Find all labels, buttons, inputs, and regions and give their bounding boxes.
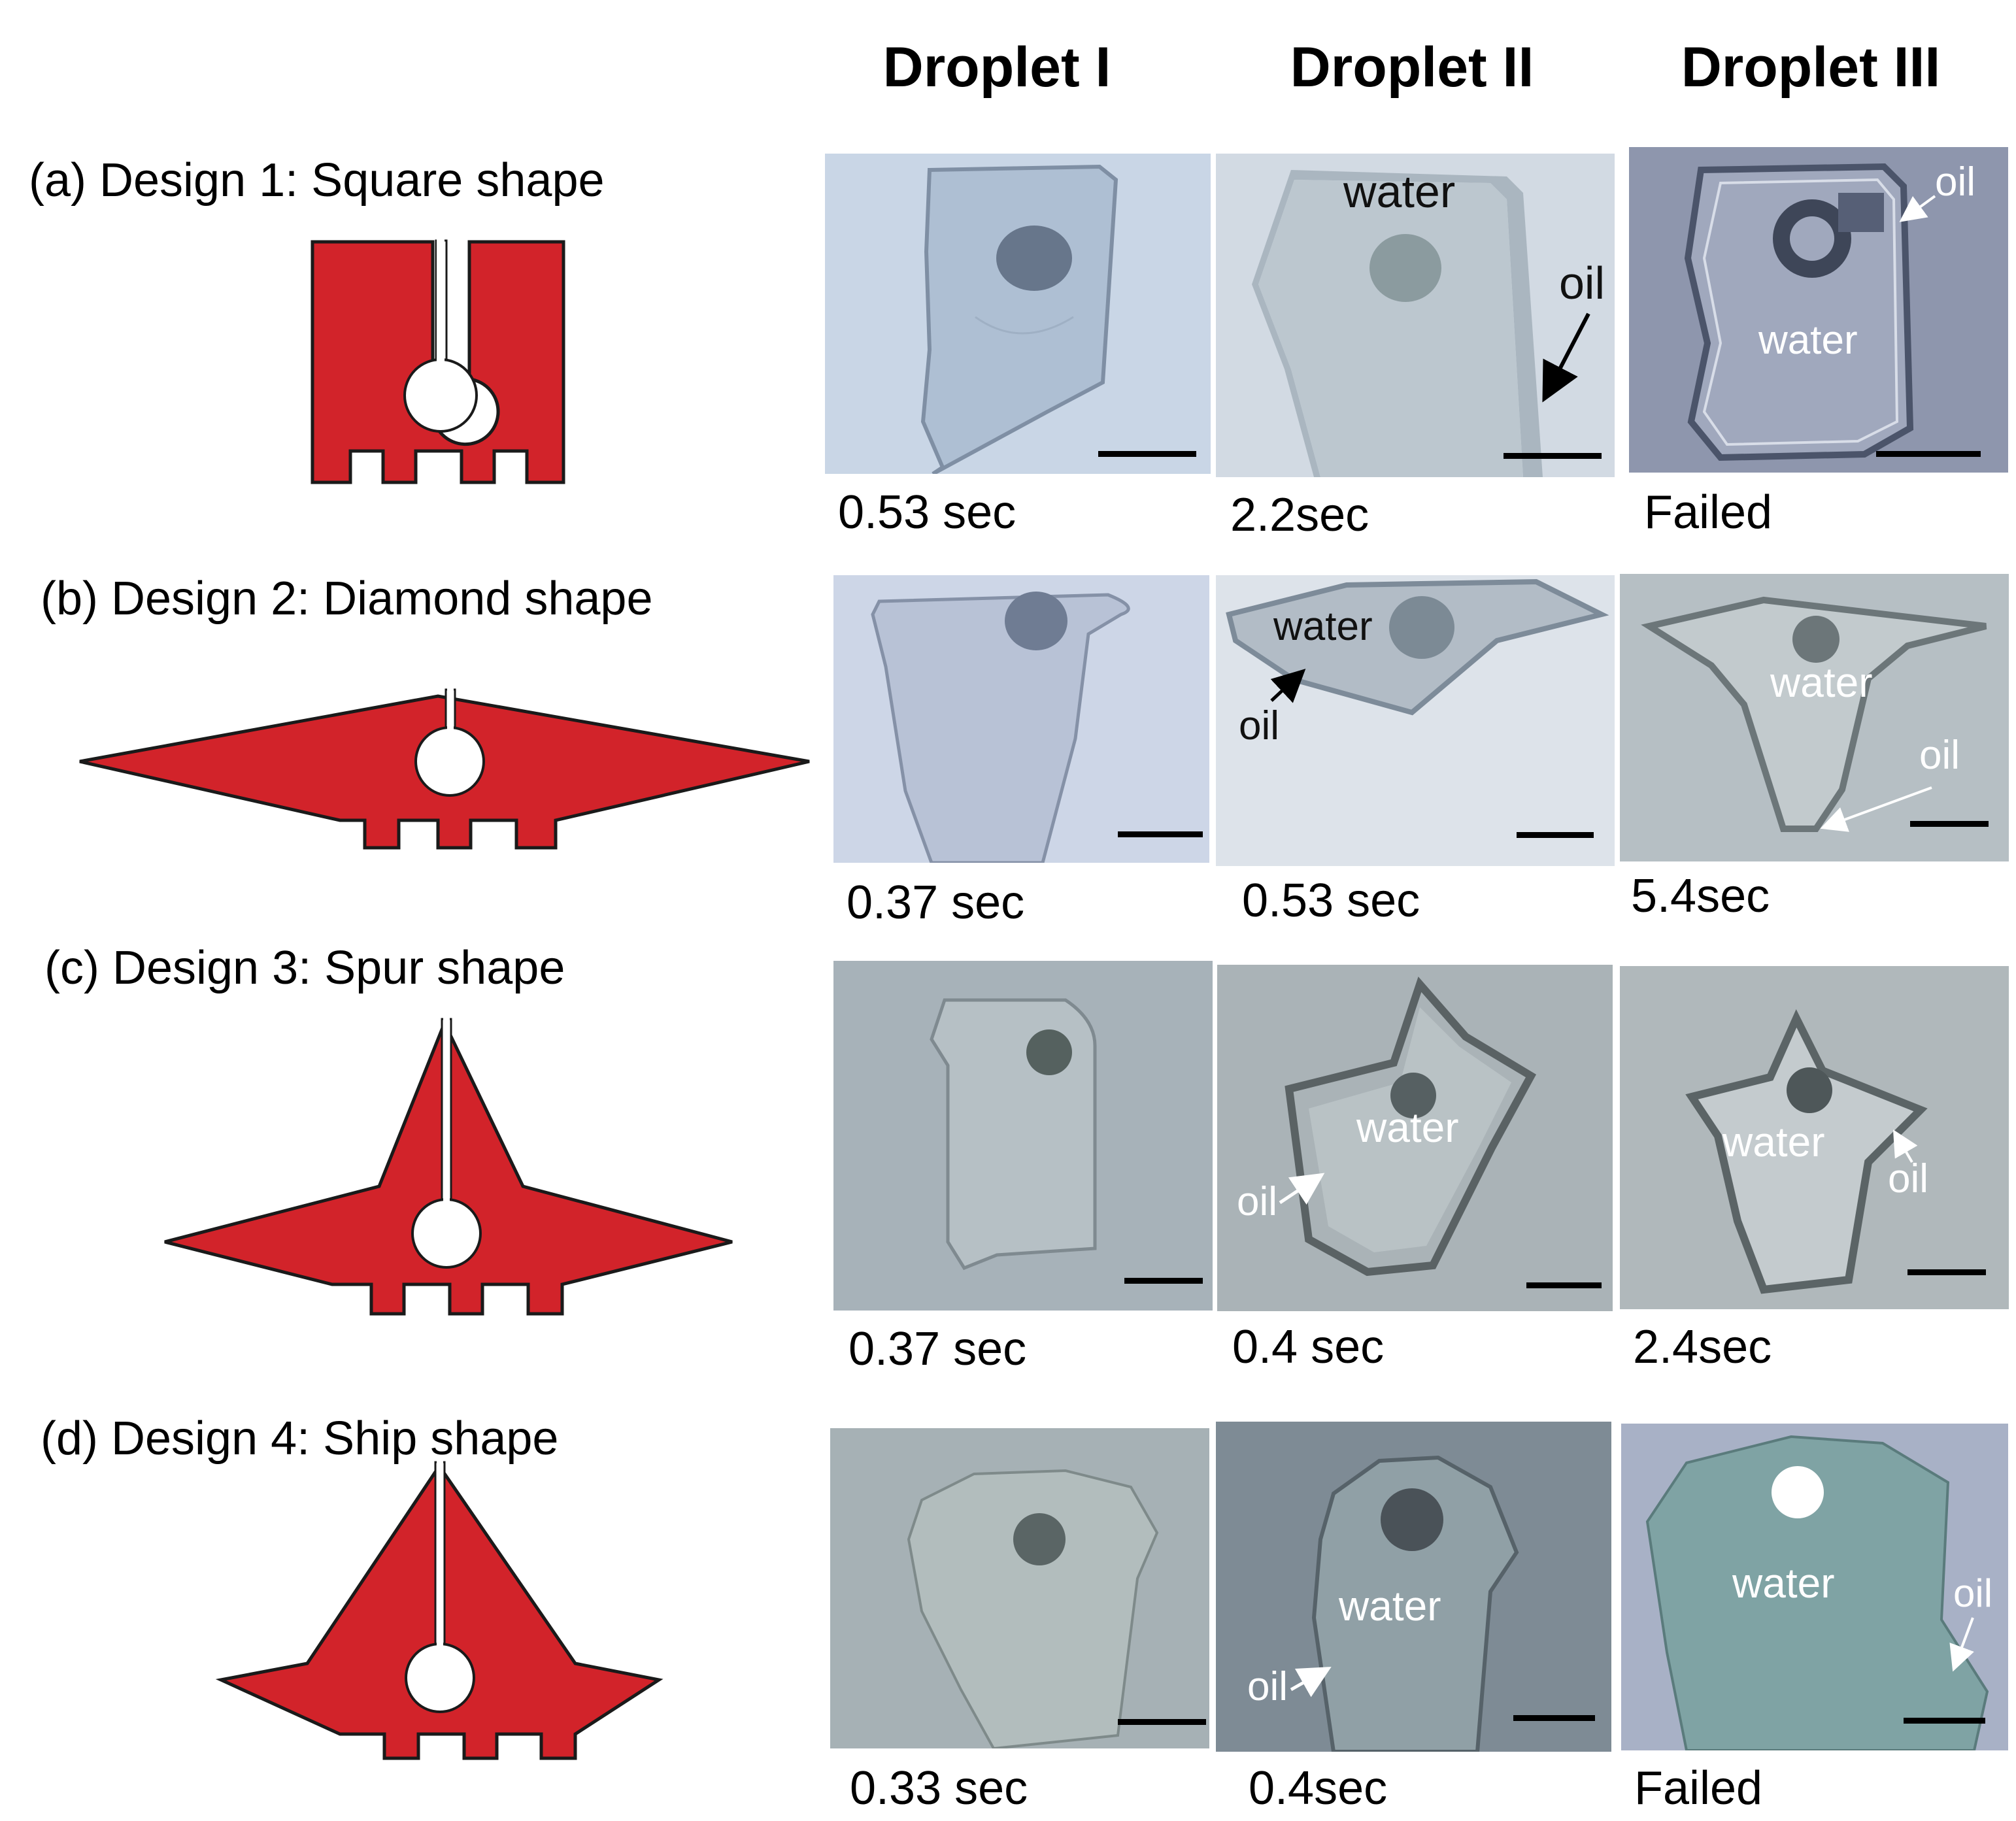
time-a-droplet-2: 2.2sec — [1230, 489, 1369, 541]
photo-b-droplet-3 — [1620, 574, 2009, 861]
scale-bar — [1517, 832, 1594, 838]
design-title-b: (b) Design 2: Diamond shape — [41, 573, 653, 625]
time-c-droplet-3: 2.4sec — [1633, 1321, 1772, 1373]
label-oil: oil — [1935, 159, 1976, 205]
label-oil: oil — [1237, 1179, 1278, 1224]
label-oil: oil — [1953, 1571, 1993, 1615]
column-header-droplet-3: Droplet III — [1681, 36, 1941, 99]
time-d-droplet-2: 0.4sec — [1249, 1762, 1388, 1814]
scale-bar — [1124, 1278, 1203, 1284]
design-4-ship-diagram — [215, 1461, 664, 1760]
design-title-a: (a) Design 1: Square shape — [29, 154, 605, 207]
photo-b-droplet-2 — [1216, 575, 1615, 866]
label-water: water — [1356, 1104, 1459, 1151]
label-water: water — [1339, 1582, 1441, 1629]
scale-bar — [1907, 1269, 1986, 1275]
photo-a-droplet-1 — [825, 154, 1211, 474]
column-header-droplet-1: Droplet I — [882, 36, 1111, 99]
time-b-droplet-3: 5.4sec — [1631, 870, 1770, 922]
label-water: water — [1758, 318, 1858, 363]
photo-c-droplet-1 — [833, 961, 1213, 1311]
label-oil: oil — [1919, 733, 1960, 778]
scale-bar — [1526, 1282, 1602, 1288]
photo-c-droplet-3 — [1620, 966, 2009, 1309]
scale-bar — [1118, 831, 1203, 837]
design-title-c: (c) Design 3: Spur shape — [44, 942, 565, 994]
design-3-spur-diagram — [164, 1016, 733, 1316]
design-title-d: (d) Design 4: Ship shape — [41, 1412, 559, 1465]
photo-b-droplet-1 — [833, 575, 1209, 863]
scale-bar — [1910, 821, 1989, 827]
column-header-droplet-2: Droplet II — [1290, 36, 1534, 99]
photo-c-droplet-2 — [1217, 965, 1613, 1311]
label-water: water — [1273, 604, 1373, 649]
scale-bar — [1876, 451, 1981, 457]
scale-bar — [1513, 1715, 1595, 1721]
time-c-droplet-1: 0.37 sec — [848, 1323, 1027, 1375]
label-water: water — [1722, 1118, 1825, 1165]
label-oil: oil — [1247, 1664, 1288, 1709]
photo-a-droplet-3 — [1629, 147, 2008, 473]
label-water: water — [1343, 166, 1456, 217]
label-water: water — [1770, 659, 1873, 706]
time-a-droplet-1: 0.53 sec — [838, 486, 1016, 539]
label-water: water — [1732, 1560, 1835, 1607]
time-d-droplet-3: Failed — [1634, 1762, 1763, 1814]
time-c-droplet-2: 0.4 sec — [1232, 1321, 1385, 1373]
scale-bar — [1098, 451, 1196, 457]
photo-d-droplet-2 — [1216, 1422, 1611, 1752]
label-oil: oil — [1888, 1156, 1929, 1201]
scale-bar — [1504, 453, 1602, 459]
time-b-droplet-2: 0.53 sec — [1242, 875, 1420, 927]
label-oil: oil — [1559, 258, 1605, 309]
design-2-diamond-diagram — [79, 687, 810, 850]
design-1-square-diagram — [311, 235, 565, 484]
time-b-droplet-1: 0.37 sec — [847, 877, 1025, 929]
scale-bar — [1904, 1718, 1985, 1724]
photo-d-droplet-1 — [830, 1428, 1209, 1748]
label-oil: oil — [1239, 703, 1280, 748]
time-d-droplet-1: 0.33 sec — [850, 1762, 1028, 1814]
time-a-droplet-3: Failed — [1644, 486, 1773, 539]
scale-bar — [1118, 1719, 1206, 1725]
photo-d-droplet-3 — [1621, 1424, 2008, 1750]
